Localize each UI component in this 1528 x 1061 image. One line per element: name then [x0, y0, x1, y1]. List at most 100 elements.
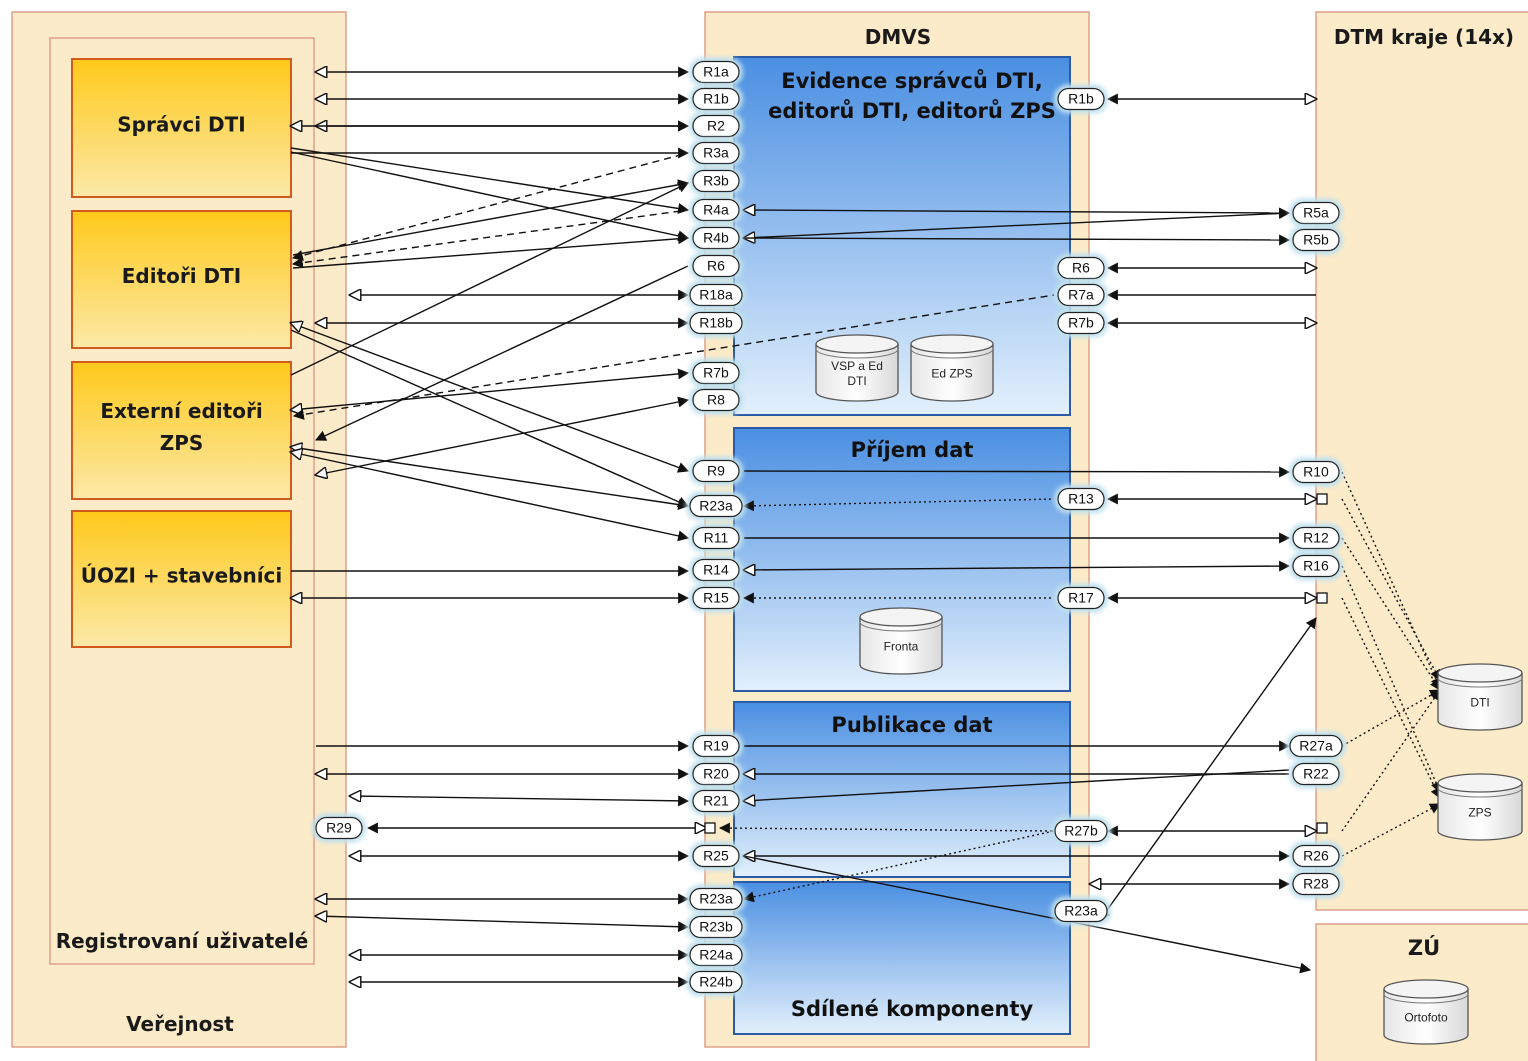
interface-inner-3-pill: [1057, 283, 1105, 307]
database-ed-zps: Ed ZPS: [910, 334, 994, 402]
interface-left-14-pill: [689, 494, 743, 518]
interface-left-10: R18b: [686, 308, 746, 338]
interface-left-7-pill: [692, 226, 740, 250]
interface-left-2: R1b: [689, 84, 743, 114]
interface-left-11: R7b: [689, 358, 743, 388]
database-ortofoto-top: [1383, 979, 1469, 999]
interface-left-19-pill: [692, 762, 740, 786]
interface-right-9-pill: [1292, 872, 1340, 896]
database-fronta-top: [859, 607, 943, 627]
connection-line: [1341, 803, 1441, 857]
connection-line: [743, 855, 1312, 974]
connection-line: [743, 234, 1291, 246]
interface-inner-2: R6: [1054, 253, 1108, 283]
interface-right-7: R22: [1289, 759, 1343, 789]
connection-line: [743, 466, 1291, 478]
interface-left-20-pill: [692, 789, 740, 813]
interface-right-1-label: R5a: [1303, 205, 1329, 221]
junction-square: [1316, 822, 1328, 834]
database-vsp-ed-dti-rim: [815, 348, 899, 359]
interface-left-6-label: R4a: [703, 202, 729, 218]
interface-inner-2-pill: [1057, 256, 1105, 280]
interface-left-1: R1a: [689, 57, 743, 87]
connection-line: [316, 400, 688, 475]
interface-left-5: R3b: [689, 166, 743, 196]
database-fronta: Fronta: [859, 607, 943, 675]
interface-left-18: R19: [689, 731, 743, 761]
interface-left-5-label: R3b: [703, 173, 729, 189]
database-vsp-ed-dti-top: [815, 334, 899, 354]
database-ortofoto-label: Ortofoto: [1404, 1011, 1448, 1025]
component-publikace-dat-title: Publikace dat: [831, 713, 992, 737]
connection-line: [292, 179, 690, 256]
interface-left-8-label: R6: [707, 258, 725, 274]
interface-left-1-label: R1a: [703, 64, 729, 80]
interface-left-4-pill: [692, 141, 740, 165]
connection-line: [290, 182, 689, 376]
database-vsp-ed-dti-body: [815, 344, 899, 402]
connection-line: [291, 452, 688, 538]
interface-left-17-label: R15: [703, 590, 729, 606]
database-ortofoto: Ortofoto: [1383, 979, 1469, 1045]
interface-right-9: R28: [1289, 869, 1343, 899]
interface-right-8-pill: [1292, 844, 1340, 868]
database-dti-body: [1437, 673, 1523, 731]
interface-left-21-label: R25: [703, 848, 729, 864]
connection-line: [350, 796, 688, 801]
interface-left-22-label: R23a: [699, 891, 733, 907]
interface-inner-7-pill: [1054, 819, 1108, 843]
interface-right-4-label: R12: [1303, 530, 1329, 546]
interface-inner-8: R23a: [1051, 896, 1111, 926]
interface-left-21-pill: [692, 844, 740, 868]
database-zps-body: [1437, 783, 1523, 841]
interface-inner-4-label: R7b: [1068, 315, 1094, 331]
database-vsp-ed-dti-label-line-2: DTI: [847, 374, 866, 388]
interface-right-1-pill: [1292, 201, 1340, 225]
interface-inner-8-label: R23a: [1064, 903, 1098, 919]
interface-left-17-pill: [692, 586, 740, 610]
actor-spravci-dti-label: Správci DTI: [117, 113, 245, 137]
interface-left-7-label: R4b: [703, 230, 729, 246]
interface-left-15-label: R11: [704, 530, 729, 546]
junction-square: [1316, 592, 1328, 604]
interface-left-8-pill: [692, 254, 740, 278]
database-fronta-body: [859, 617, 943, 675]
connection-line: [292, 294, 1055, 420]
interface-left-16-label: R14: [703, 562, 729, 578]
database-zps-rim: [1437, 787, 1523, 798]
database-dti-rim: [1437, 677, 1523, 688]
interface-left-13-pill: [692, 459, 740, 483]
connection-line: [744, 566, 1289, 570]
database-fronta-rim: [859, 621, 943, 632]
interface-left-24: R24a: [686, 940, 746, 970]
actor-editori-dti-label: Editoři DTI: [122, 264, 242, 288]
connection-line: [290, 329, 690, 508]
interface-right-7-pill: [1292, 762, 1340, 786]
database-ortofoto-rim: [1383, 993, 1469, 1004]
actor-spravci-dti-box: [71, 58, 292, 198]
interface-left-6: R4a: [689, 195, 743, 225]
interface-public-1: R29: [312, 813, 366, 843]
connection-line: [1341, 537, 1441, 691]
interface-inner-7: R27b: [1051, 816, 1111, 846]
panel-dmvs-title: DMVS: [865, 25, 931, 49]
component-publikace-dat: Publikace dat: [733, 701, 1071, 878]
database-ed-zps-rim: [910, 348, 994, 359]
interface-left-9-label: R18a: [699, 287, 733, 303]
interface-left-14: R23a: [686, 491, 746, 521]
interface-left-16-pill: [692, 558, 740, 582]
interface-left-18-pill: [692, 734, 740, 758]
interface-inner-2-label: R6: [1072, 260, 1090, 276]
actor-editori-dti-box: [71, 210, 292, 349]
interface-inner-8-pill: [1054, 899, 1108, 923]
interface-right-9-label: R28: [1303, 876, 1329, 892]
interface-inner-5-label: R13: [1068, 491, 1094, 507]
interface-inner-5: R13: [1054, 484, 1108, 514]
interface-left-18-label: R19: [703, 738, 729, 754]
actor-uozi-stavebnici: ÚOZI + stavebníci: [71, 510, 292, 648]
connection-line: [291, 209, 689, 269]
interface-left-11-label: R7b: [703, 365, 729, 381]
connection-line: [291, 373, 688, 410]
actor-spravci-dti: Správci DTI: [71, 58, 292, 198]
